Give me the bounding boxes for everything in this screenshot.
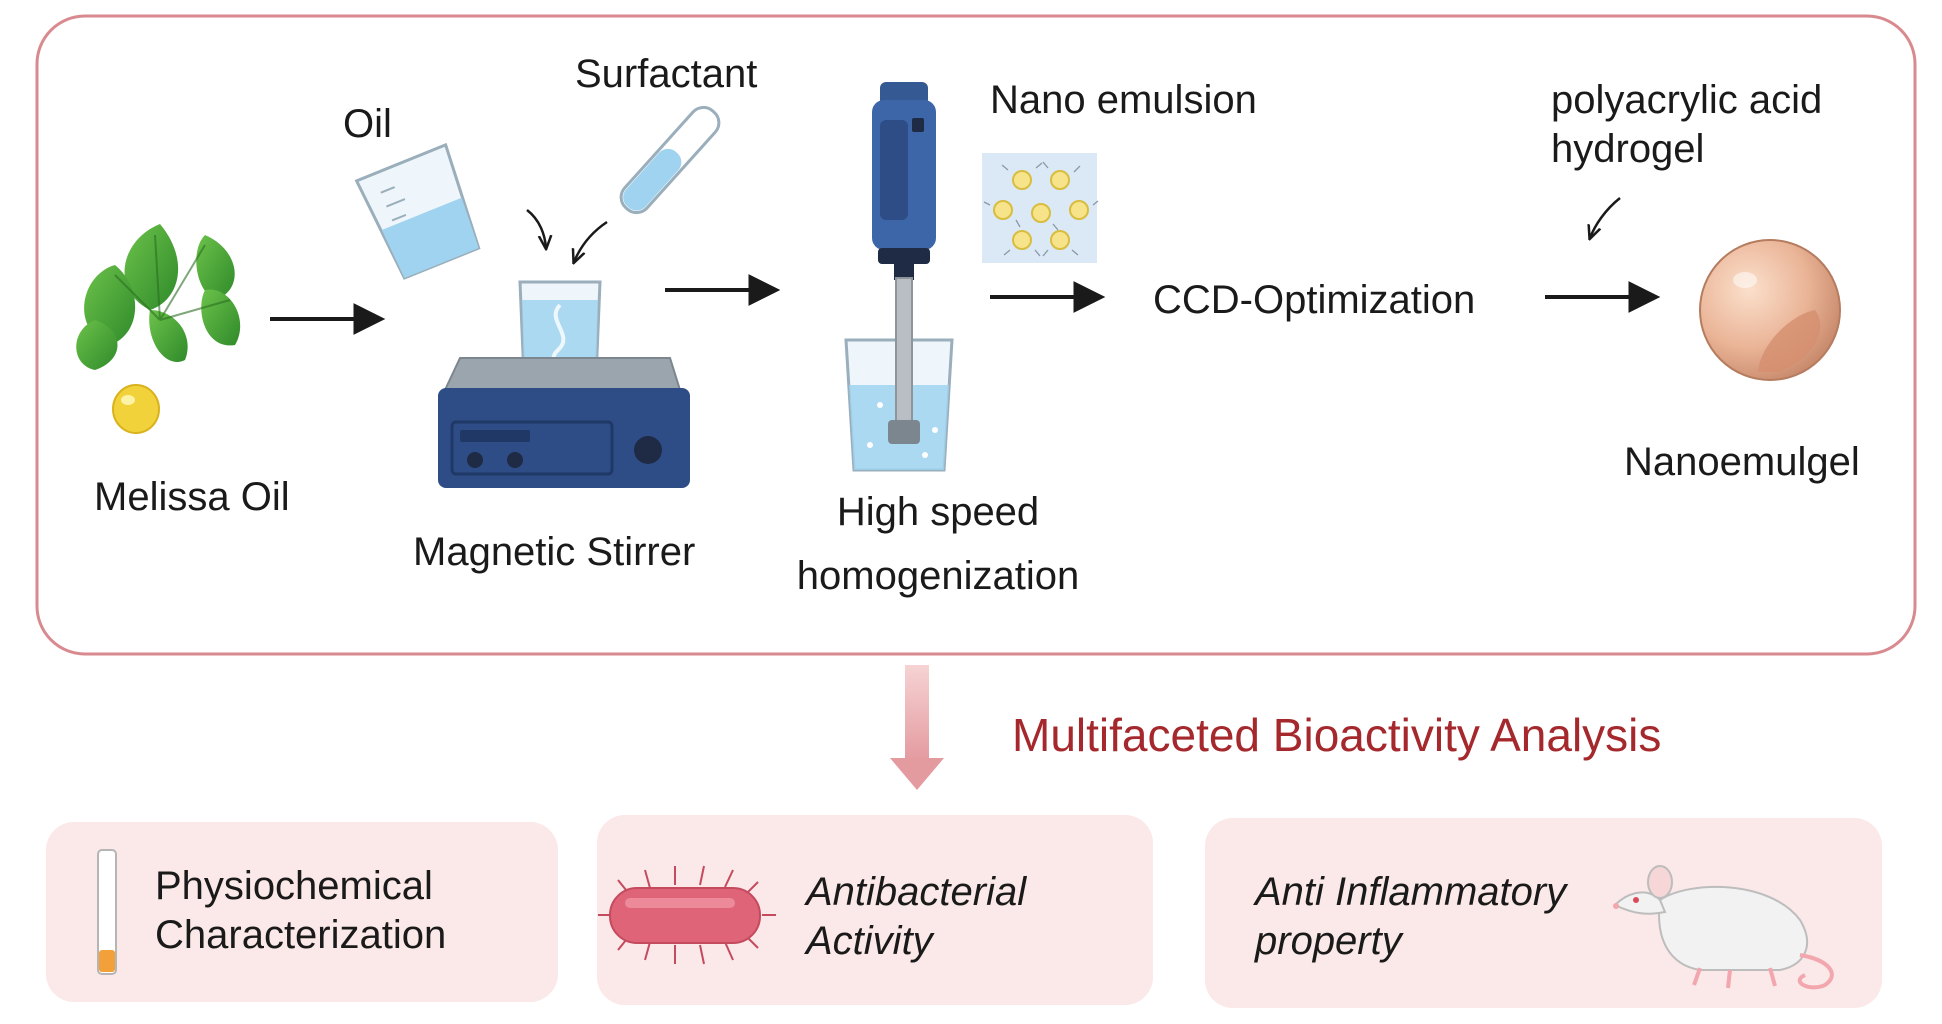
- card-physiochemical-label: Physiochemical Characterization: [155, 864, 447, 957]
- label-ccd-optimization: CCD-Optimization: [1153, 278, 1476, 322]
- label-oil: Oil: [343, 102, 392, 146]
- analysis-title: Multifaceted Bioactivity Analysis: [1012, 709, 1662, 761]
- card-physiochemical: [46, 822, 558, 1002]
- label-surfactant: Surfactant: [575, 52, 758, 96]
- nanoemulgel-sphere-icon: [1699, 239, 1841, 381]
- label-polyacrylic-acid-hydrogel: polyacrylic acid hydrogel: [1551, 78, 1823, 171]
- label-nano-emulsion: Nano emulsion: [990, 78, 1257, 122]
- down-arrow-to-analysis: [890, 665, 944, 790]
- label-melissa-oil: Melissa Oil: [94, 475, 290, 519]
- oil-beaker-icon: [354, 142, 481, 280]
- arrow-hydrogel-to-nanoemulgel: [1590, 197, 1621, 238]
- melissa-leaves-icon: [76, 224, 241, 370]
- test-tube-icon: [97, 849, 117, 975]
- card-anti-inflammatory-label: Anti Inflammatory property: [1255, 870, 1567, 963]
- label-high-speed-homogenization: High speed homogenization: [796, 490, 1080, 598]
- rat-icon: [1613, 865, 1834, 990]
- surfactant-tube-icon: [619, 105, 721, 215]
- process-frame: [35, 14, 1917, 656]
- card-antibacterial-label: Antibacterial Activity: [806, 870, 1027, 963]
- homogenizer-icon: [844, 82, 954, 472]
- label-nanoemulgel: Nanoemulgel: [1624, 440, 1860, 484]
- arrow-surfactant-to-beaker: [574, 220, 608, 262]
- bacterium-icon: [598, 865, 776, 965]
- arrow-oil-to-beaker: [526, 209, 546, 248]
- label-magnetic-stirrer: Magnetic Stirrer: [413, 530, 696, 574]
- magnetic-stirrer-icon: [438, 280, 690, 488]
- nano-emulsion-particles-icon: [982, 153, 1099, 263]
- oil-droplet-icon: [112, 384, 160, 434]
- card-antibacterial: [597, 815, 1153, 1005]
